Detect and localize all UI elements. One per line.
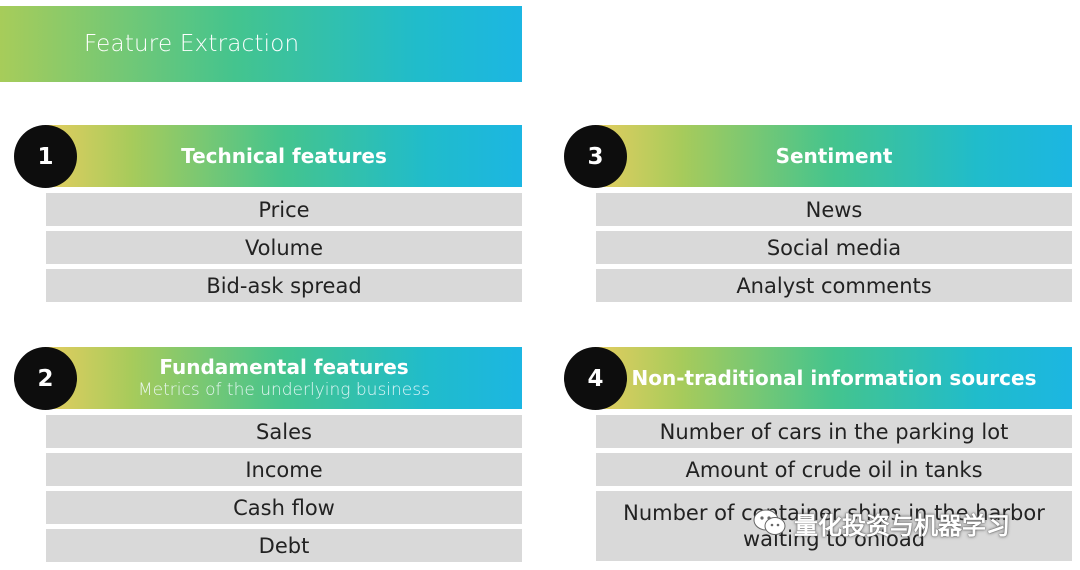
section-number-badge: 1	[14, 125, 77, 188]
feature-item: Cash flow	[46, 491, 522, 524]
watermark-text: 量化投资与机器学习	[794, 511, 1010, 540]
section-number-badge: 4	[564, 347, 627, 410]
feature-list: News Social media Analyst comments	[596, 193, 1072, 307]
feature-list: Sales Income Cash flow Debt	[46, 415, 522, 567]
section-header: Fundamental features Metrics of the unde…	[46, 347, 522, 409]
feature-item: Debt	[46, 529, 522, 562]
feature-item: Number of cars in the parking lot	[596, 415, 1072, 448]
feature-item: Price	[46, 193, 522, 226]
watermark: 量化投资与机器学习	[752, 503, 1010, 543]
section-header: Technical features	[46, 125, 522, 187]
section-header: Sentiment	[596, 125, 1072, 187]
section-number-badge: 3	[564, 125, 627, 188]
section-title: Non-traditional information sources	[631, 366, 1037, 390]
section-title: Sentiment	[775, 144, 893, 168]
page-title-banner: Feature Extraction	[0, 6, 522, 82]
feature-item: News	[596, 193, 1072, 226]
page-title: Feature Extraction	[84, 31, 300, 57]
feature-list: Number of cars in the parking lot Amount…	[596, 415, 1072, 566]
wechat-icon	[753, 509, 786, 535]
feature-item: Social media	[596, 231, 1072, 264]
section-title: Technical features	[181, 144, 387, 168]
section-title: Fundamental features	[159, 355, 409, 379]
feature-item: Sales	[46, 415, 522, 448]
feature-item: Income	[46, 453, 522, 486]
feature-item: Volume	[46, 231, 522, 264]
section-header: Non-traditional information sources	[596, 347, 1072, 409]
feature-list: Price Volume Bid-ask spread	[46, 193, 522, 307]
section-subtitle: Metrics of the underlying business	[138, 380, 430, 400]
feature-item: Analyst comments	[596, 269, 1072, 302]
section-number-badge: 2	[14, 347, 77, 410]
feature-item: Amount of crude oil in tanks	[596, 453, 1072, 486]
feature-item: Bid-ask spread	[46, 269, 522, 302]
